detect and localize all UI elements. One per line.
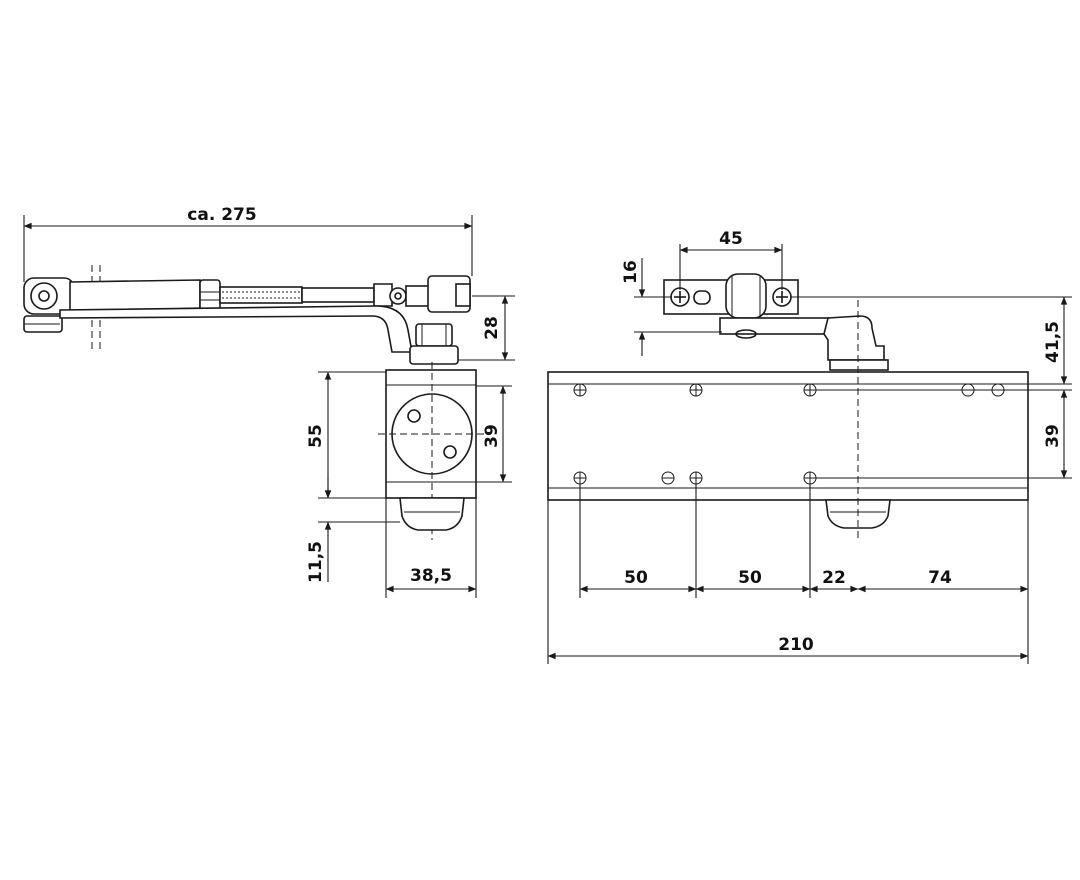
dim-label-hole-gap-2: 50 bbox=[738, 568, 762, 588]
dim-label-body-height: 55 bbox=[306, 424, 326, 448]
dim-bracket-height: 16 bbox=[621, 258, 722, 356]
pinion-nut bbox=[409, 323, 459, 365]
closer-body-side bbox=[378, 362, 486, 540]
dim-front-hole-spacing: 39 bbox=[816, 389, 1072, 479]
dim-label-hole-gap-1: 50 bbox=[624, 568, 648, 588]
dim-bracket-hole-spacing: 45 bbox=[679, 229, 783, 290]
dim-label-overall-length: ca. 275 bbox=[187, 205, 256, 225]
hole-marker bbox=[689, 471, 703, 485]
dim-arm-height: 28 bbox=[458, 295, 515, 361]
dim-label-front-hole-spacing: 39 bbox=[1043, 424, 1063, 448]
dim-label-bracket-hole-spacing: 45 bbox=[719, 229, 743, 249]
dim-label-body-length: 210 bbox=[778, 635, 814, 655]
dim-label-bracket-offset: 41,5 bbox=[1043, 321, 1063, 363]
dim-body-length: 210 bbox=[547, 635, 1029, 660]
dim-label-bracket-height: 16 bbox=[621, 260, 641, 284]
hole-marker bbox=[803, 383, 817, 397]
side-view: ca. 275 28 55 39 11,5 bbox=[23, 205, 515, 598]
dim-label-body-width: 38,5 bbox=[410, 566, 452, 586]
dim-label-hole-gap-4: 74 bbox=[928, 568, 952, 588]
dim-body-width: 38,5 bbox=[385, 498, 477, 598]
front-arm-link bbox=[719, 315, 889, 371]
mounting-bracket bbox=[663, 273, 799, 319]
hole-marker bbox=[689, 383, 703, 397]
hole-marker bbox=[573, 383, 587, 397]
dim-body-inner-height: 39 bbox=[476, 385, 512, 483]
main-arm bbox=[69, 275, 471, 313]
dim-hole-gaps: 50 50 22 74 bbox=[579, 568, 1029, 593]
hole-marker bbox=[661, 471, 675, 485]
dim-label-bottom-offset: 11,5 bbox=[306, 541, 326, 583]
closer-body-front bbox=[547, 300, 1029, 540]
dim-body-height: 55 bbox=[306, 371, 386, 499]
dim-bracket-offset: 41,5 bbox=[790, 296, 1072, 385]
front-view: 45 16 41,5 39 bbox=[547, 229, 1072, 664]
hole-marker bbox=[573, 471, 587, 485]
dim-label-arm-height: 28 bbox=[482, 316, 502, 340]
dim-label-hole-gap-3: 22 bbox=[822, 568, 846, 588]
lower-arm bbox=[24, 305, 413, 353]
hole-marker bbox=[803, 471, 817, 485]
dim-label-body-inner-height: 39 bbox=[482, 424, 502, 448]
dim-overall-length: ca. 275 bbox=[23, 205, 473, 282]
